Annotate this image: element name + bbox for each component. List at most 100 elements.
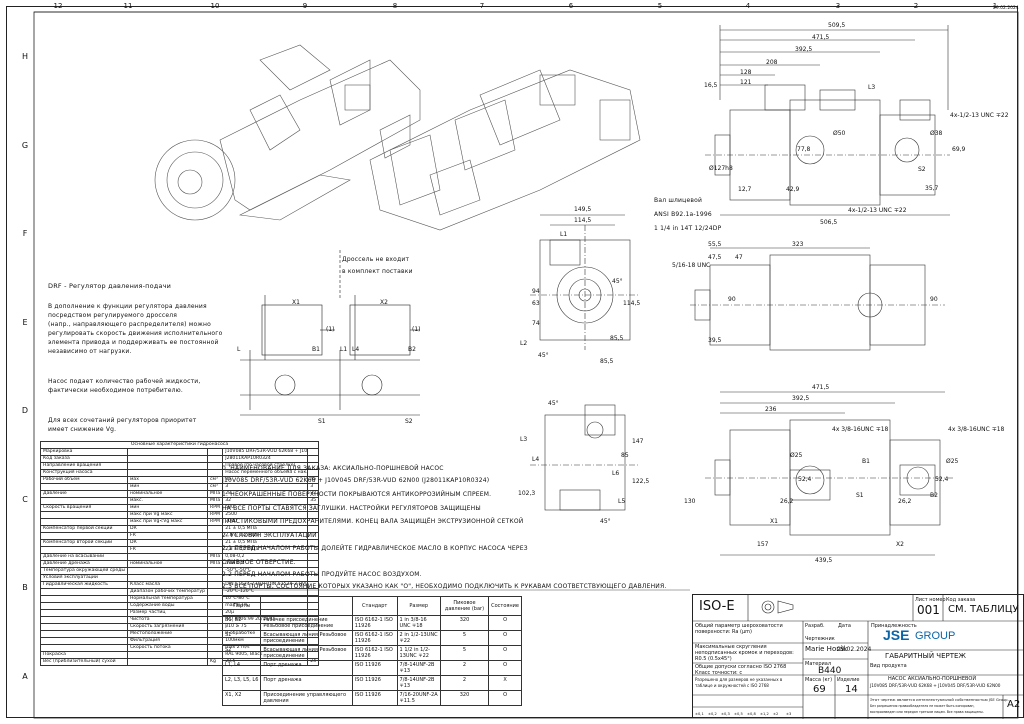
- zone-number-top: 10: [210, 2, 220, 10]
- spec-cell: [126, 462, 209, 470]
- schematic-label: X2: [380, 299, 388, 306]
- front-view: [530, 214, 640, 350]
- spec-cell: [206, 602, 224, 610]
- zone-letter-side: B: [22, 583, 28, 592]
- ports-cell: 2 in 1/2-13UNC ∓22: [396, 630, 441, 646]
- schematic-label: (1): [326, 326, 335, 333]
- rear-view: [530, 404, 640, 511]
- spec-cell: [206, 574, 224, 582]
- dim-label: 130: [684, 498, 696, 505]
- ports-cell: ISO 11926: [351, 690, 398, 706]
- zone-number-top: 7: [479, 2, 485, 10]
- spec-cell: [126, 574, 209, 582]
- ports-cell: 5: [439, 630, 490, 646]
- dim-label: S1: [856, 492, 864, 499]
- ports-cell: Присоединение управляющего давления: [260, 690, 353, 706]
- ports-cell: X: [488, 675, 522, 691]
- spec-cell: [206, 644, 224, 652]
- spec-caption: Основные характеристики гидронасоса: [39, 441, 320, 449]
- zone-letter-side: D: [21, 406, 29, 415]
- spec-cell: [307, 455, 320, 463]
- spec-cell: RPM: [206, 518, 224, 526]
- ports-cell: 2: [439, 675, 490, 691]
- spec-cell: [206, 637, 224, 645]
- dim-label: 26,2: [780, 498, 794, 505]
- dim-label: L6: [612, 470, 620, 477]
- dim-label: 45°: [600, 518, 611, 525]
- title-block-grid: [693, 595, 1024, 719]
- spec-cell: [206, 469, 224, 477]
- schematic-label: S2: [405, 418, 413, 425]
- spec-cell: [126, 455, 209, 463]
- ports-cell: S1: [221, 630, 262, 646]
- tolerance-cell: ±0,5: [734, 712, 743, 716]
- spec-cell: Конструкция насоса: [40, 469, 128, 477]
- dim-label: 323: [792, 241, 804, 248]
- tolerance-cell: ±3: [786, 712, 792, 716]
- regulator-line: В дополнение к функции регулятора давлен…: [48, 303, 207, 310]
- dim-label: 85: [621, 452, 629, 459]
- spec-cell: Покраска: [40, 651, 128, 659]
- company-logo-group: GROUP: [915, 630, 956, 642]
- ports-cell: 5: [439, 645, 490, 661]
- zone-letter-side: C: [22, 495, 28, 504]
- dim-label: 85,5: [600, 358, 614, 365]
- spec-cell: [40, 609, 128, 617]
- ports-header-cell: Порты: [221, 596, 262, 616]
- note-line: 2. УСЛОВИЯ ЭКСПЛУАТАЦИИ: [222, 532, 317, 539]
- spec-cell: Размер частиц: [126, 609, 209, 617]
- zone-letter-side: H: [21, 52, 28, 61]
- spec-cell: [126, 448, 209, 456]
- zone-number-top: 9: [302, 2, 308, 10]
- zone-number-top: 3: [835, 2, 841, 10]
- regulator-line: независимо от нагрузки.: [48, 348, 132, 355]
- dim-label: 122,5: [632, 478, 650, 485]
- spec-cell: Компенсатор второй секции: [40, 539, 128, 547]
- product-desc-1: НАСОС АКСИАЛЬНО-ПОРШНЕВОЙ: [888, 676, 977, 682]
- dim-label: Ø38: [930, 130, 943, 137]
- spec-cell: мин: [126, 483, 209, 491]
- spec-cell: 35: [307, 497, 320, 505]
- spec-cell: Давление дренажа: [40, 560, 128, 568]
- spec-cell: см³: [206, 483, 224, 491]
- spec-cell: МПа: [206, 560, 224, 568]
- supply-line-1: Насос подает количество рабочей жидкости…: [48, 378, 201, 385]
- shaft-note-2: ANSI B92.1a-1996: [654, 211, 712, 218]
- dim-label: 90: [930, 296, 938, 303]
- spec-cell: макс при Vg макс: [126, 511, 209, 519]
- dim-label: 392,5: [792, 395, 810, 402]
- dim-label: 236: [765, 406, 777, 413]
- spec-cell: Kg: [206, 658, 224, 666]
- iso-label: ISO-E: [699, 599, 735, 614]
- dim-label: 4x-1/2-13 UNC ∓22: [848, 207, 907, 214]
- no-scale-label: Разрешено для размеров не указанных в та…: [695, 677, 783, 688]
- ports-cell: 320: [439, 690, 490, 706]
- spec-cell: Рабочий объем: [40, 476, 128, 484]
- spec-cell: [206, 609, 224, 617]
- dim-label: 4x-1/2-13 UNC ∓22: [950, 112, 1009, 119]
- spec-cell: Температура окружающей среды: [40, 567, 128, 575]
- dim-label: L2: [520, 340, 528, 347]
- zone-number-top: 11: [123, 2, 133, 10]
- spec-cell: [206, 532, 224, 540]
- spec-cell: FR: [126, 546, 209, 554]
- spec-cell: [206, 455, 224, 463]
- spec-cell: [40, 483, 128, 491]
- dim-label: 52,4: [798, 476, 812, 483]
- spec-cell: [40, 637, 128, 645]
- ports-cell: 2: [439, 660, 490, 676]
- spec-cell: [206, 588, 224, 596]
- ports-cell: L1, L4: [221, 660, 262, 676]
- spec-cell: 3: [222, 483, 309, 491]
- priority-line-1: Для всех сочетаний регуляторов приоритет: [48, 417, 197, 424]
- dim-label: 392,5: [795, 46, 813, 53]
- spec-cell: [126, 651, 209, 659]
- dim-label: 208: [766, 59, 778, 66]
- spec-cell: [126, 469, 209, 477]
- schematic-label: L: [237, 346, 241, 353]
- spec-cell: [40, 546, 128, 554]
